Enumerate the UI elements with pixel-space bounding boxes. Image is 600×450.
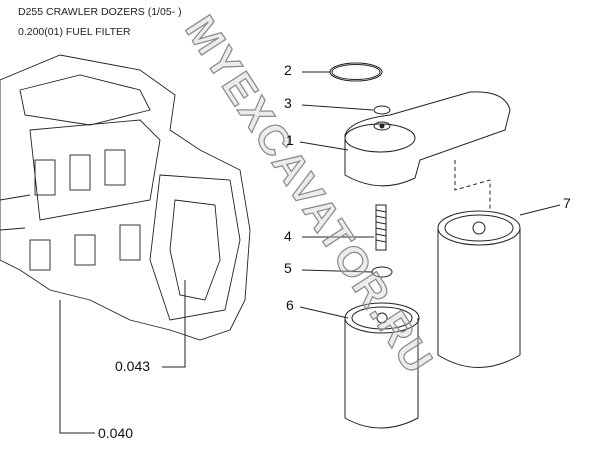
stud-part-4 bbox=[375, 204, 387, 251]
callout-2[interactable]: 2 bbox=[284, 62, 292, 78]
filter-head-part-1 bbox=[344, 91, 511, 187]
callout-6[interactable]: 6 bbox=[286, 297, 294, 313]
seal-part-3 bbox=[373, 105, 391, 115]
leader-0043 bbox=[162, 280, 186, 368]
page-title: D255 CRAWLER DOZERS (1/05- ) bbox=[18, 6, 182, 18]
reference-0043[interactable]: 0.043 bbox=[115, 358, 151, 374]
callout-7[interactable]: 7 bbox=[563, 195, 571, 211]
callout-4[interactable]: 4 bbox=[284, 228, 292, 244]
reference-0040[interactable]: 0.040 bbox=[98, 425, 134, 441]
callout-5[interactable]: 5 bbox=[284, 260, 292, 276]
callout-3[interactable]: 3 bbox=[284, 95, 292, 111]
filter-cartridge-part-7 bbox=[437, 210, 521, 368]
leader-0040 bbox=[59, 300, 95, 434]
filter-cartridge-part-6 bbox=[344, 302, 420, 429]
callout-1[interactable]: 1 bbox=[286, 132, 294, 148]
o-ring-part-2 bbox=[329, 62, 383, 82]
section-title: 0.200(01) FUEL FILTER bbox=[18, 26, 131, 38]
engine-block bbox=[0, 54, 251, 341]
